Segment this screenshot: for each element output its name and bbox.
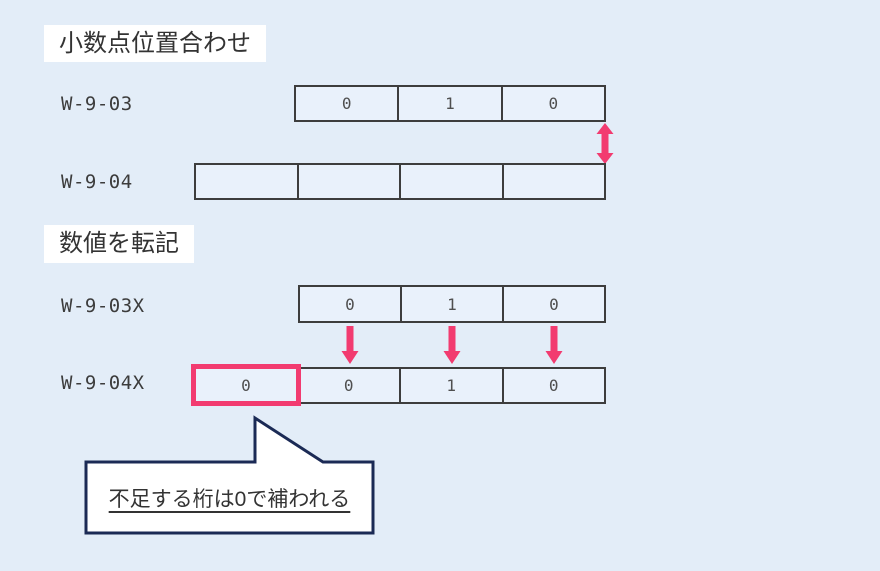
cell-value: 0 xyxy=(343,376,354,395)
register-cell xyxy=(196,165,297,198)
register-cell: 1 xyxy=(399,369,502,402)
cell-value: 1 xyxy=(445,94,455,113)
register-cell: 0 xyxy=(296,369,400,402)
cell-value: 0 xyxy=(548,94,559,113)
highlighted-padded-cell: 0 xyxy=(191,364,301,406)
row-label-w-9-04: W-9-04 xyxy=(61,171,133,193)
cell-value: 0 xyxy=(549,294,559,314)
transfer-down-arrow-icon xyxy=(443,326,461,364)
cell-value: 0 xyxy=(548,376,559,395)
section-alignment-title: 小数点位置合わせ xyxy=(44,25,266,62)
register-cell: 0 xyxy=(502,287,604,321)
gap-double-arrow-icon xyxy=(596,123,614,164)
cell-value: 1 xyxy=(446,376,457,395)
cell-value: 0 xyxy=(241,375,251,395)
register-cell: 1 xyxy=(400,287,502,321)
register-cell xyxy=(399,165,502,198)
register-w-9-04 xyxy=(194,163,606,200)
section-transfer-title: 数値を転記 xyxy=(44,225,194,263)
register-cell: 0 xyxy=(500,87,604,120)
register-cell xyxy=(501,165,605,198)
register-cell: 0 xyxy=(300,287,400,321)
row-label-w-9-03: W-9-03 xyxy=(61,93,133,115)
register-cell xyxy=(296,165,400,198)
callout-text: 不足する桁は0で補われる xyxy=(108,487,351,511)
register-cell: 0 xyxy=(296,87,397,120)
transfer-down-arrow-icon xyxy=(545,326,563,364)
register-cell: 0 xyxy=(501,369,605,402)
cell-value: 0 xyxy=(345,294,355,314)
transfer-down-arrow-icon xyxy=(341,326,359,364)
row-label-w-9-04x: W-9-04X xyxy=(61,372,145,394)
callout-bubble xyxy=(84,415,375,535)
register-w-9-03: 0 1 0 xyxy=(294,85,606,122)
cell-value: 0 xyxy=(341,94,352,113)
register-w-9-03x: 0 1 0 xyxy=(298,285,606,323)
row-label-w-9-03x: W-9-03X xyxy=(61,295,145,317)
cell-value: 1 xyxy=(447,294,457,314)
register-cell: 1 xyxy=(397,87,500,120)
